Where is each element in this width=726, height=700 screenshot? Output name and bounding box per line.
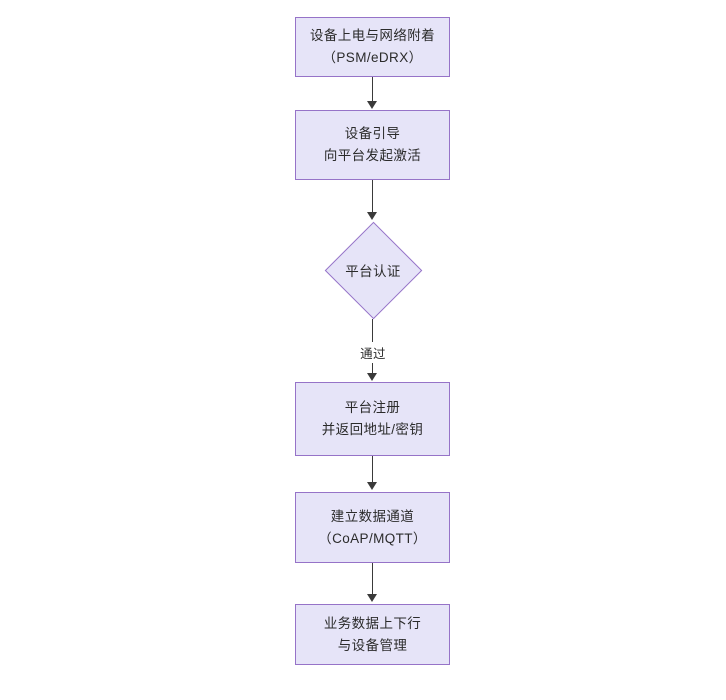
edge-3-label: 通过 [357,342,389,363]
node-data-mgmt-line-1: 业务数据上下行 [323,615,422,631]
node-channel-line-1: 建立数据通道 [330,508,415,524]
edge-1-line [372,77,373,103]
node-power-on-line-2: （PSM/eDRX） [322,50,423,65]
edge-5-line [372,563,373,596]
edge-4-arrowhead [367,482,377,490]
edge-5-arrowhead [367,594,377,602]
node-register-line-1: 平台注册 [344,400,401,416]
edge-1-arrowhead [367,101,377,109]
node-channel-line-2: （CoAP/MQTT） [318,530,427,546]
edge-2-arrowhead [367,212,377,220]
node-register-line-2: 并返回地址/密钥 [321,422,424,437]
edge-3-arrowhead [367,373,377,381]
node-auth[interactable]: 平台认证 [324,221,422,319]
edge-2-line [372,180,373,214]
node-power-on[interactable]: 设备上电与网络附着 （PSM/eDRX） [295,17,450,77]
node-register[interactable]: 平台注册 并返回地址/密钥 [295,382,450,456]
node-bootstrap-line-2: 向平台发起激活 [323,148,422,163]
node-power-on-line-1: 设备上电与网络附着 [309,28,436,44]
node-data-mgmt-line-2: 与设备管理 [337,637,408,653]
node-bootstrap-line-1: 设备引导 [344,126,401,142]
node-channel[interactable]: 建立数据通道 （CoAP/MQTT） [295,492,450,563]
edge-4-line [372,456,373,484]
node-data-mgmt[interactable]: 业务数据上下行 与设备管理 [295,604,450,665]
node-auth-label: 平台认证 [345,264,401,279]
node-bootstrap[interactable]: 设备引导 向平台发起激活 [295,110,450,180]
